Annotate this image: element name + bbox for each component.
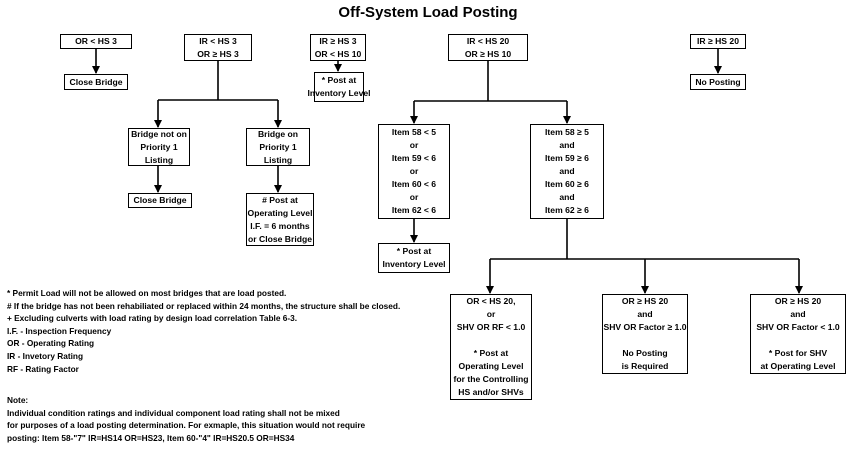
legend-culvert-note: + Excluding culverts with load rating by…: [7, 313, 298, 324]
box-line: and: [559, 192, 575, 202]
box-line: or: [409, 192, 419, 202]
box-line: Item 59 < 6: [391, 153, 437, 163]
box-line: HS and/or SHVs: [458, 387, 524, 397]
box-line: OR ≥ HS 20: [621, 296, 669, 306]
box-line: and: [637, 309, 653, 319]
box-line: OR < HS 20,: [466, 296, 516, 306]
box-line: No Posting: [695, 76, 741, 87]
box-line: Close Bridge: [133, 195, 187, 205]
box-line: SHV OR RF < 1.0: [456, 322, 526, 332]
box-line: Priority 1: [140, 141, 178, 152]
box-line: and: [790, 309, 806, 319]
legend-rf-def: RF - Rating Factor: [7, 363, 79, 374]
box-line: * Post at: [396, 246, 432, 256]
box-line: and: [559, 140, 575, 150]
legend-permit-note: * Permit Load will not be allowed on mos…: [7, 288, 287, 298]
legend-or-def: OR - Operating Rating: [7, 338, 95, 349]
box-or-lt-hs3: OR < HS 3: [60, 34, 132, 49]
box-ir-ge-hs20: IR ≥ HS 20: [690, 34, 746, 49]
box-line: Bridge on: [257, 128, 299, 139]
box-line: Operating Level: [247, 207, 313, 218]
box-line: is Required: [621, 361, 669, 371]
box-line: Listing: [144, 154, 174, 165]
legend-if-def: I.F. - Inspection Frequency: [7, 325, 112, 336]
box-line: * Post at: [473, 348, 509, 358]
box-line: and: [559, 166, 575, 176]
box-line: * Post for SHV: [768, 348, 828, 358]
box-line: at Operating Level: [760, 361, 836, 371]
box-line: Item 58 < 5: [391, 127, 437, 137]
box-line: [797, 334, 799, 347]
box-no-posting-top: No Posting: [690, 74, 746, 90]
box-not-on-priority: Bridge not on Priority 1 Listing: [128, 128, 190, 166]
box-ir-lt-hs3-or-ge-hs3: IR < HS 3 OR ≥ HS 3: [184, 34, 252, 61]
note-line-1: Individual condition ratings and individ…: [7, 407, 340, 418]
box-line: * Post at: [321, 75, 357, 85]
box-line: IR ≥ HS 20: [697, 36, 739, 46]
box-on-priority: Bridge on Priority 1 Listing: [246, 128, 310, 166]
note-line-3: posting: Item 58-"7" IR=HS14 OR=HS23, It…: [7, 432, 295, 443]
box-ir-lt-hs20-or-ge-hs10: IR < HS 20 OR ≥ HS 10: [448, 34, 528, 61]
box-line: for the Controlling: [453, 374, 529, 384]
box-line: or Close Bridge: [248, 233, 312, 244]
box-close-bridge-mid: Close Bridge: [128, 193, 192, 208]
box-line: Operating Level: [458, 361, 524, 371]
box-line: OR < HS 10: [314, 48, 362, 59]
box-post-inventory-mid: * Post at Inventory Level: [378, 243, 450, 273]
diagram-title: Off-System Load Posting: [338, 4, 518, 21]
box-line: [644, 334, 646, 347]
box-line: Priority 1: [259, 141, 297, 152]
legend-notes: * Permit Load will not be allowed on mos…: [7, 287, 400, 375]
note-line-2: for purposes of a load posting determina…: [7, 420, 366, 431]
box-line: [490, 334, 492, 347]
box-line: Item 62 < 6: [391, 205, 437, 215]
box-line: Bridge not on: [131, 128, 187, 139]
box-line: I.F. = 6 months: [250, 220, 310, 231]
box-line: OR ≥ HS 10: [464, 48, 512, 59]
box-line: # Post at: [262, 194, 298, 205]
box-line: Item 60 < 6: [391, 179, 437, 189]
legend-ir-def: IR - Invetory Rating: [7, 350, 84, 361]
box-line: or: [409, 140, 419, 150]
box-line: SHV OR Factor < 1.0: [756, 322, 840, 332]
box-line: Inventory Level: [382, 259, 446, 269]
box-line: Close Bridge: [69, 76, 123, 87]
footnote: Note: Individual condition ratings and i…: [7, 394, 365, 444]
box-line: IR ≥ HS 3: [319, 35, 357, 46]
legend-rehab-note: # If the bridge has not been rehabiliate…: [7, 300, 401, 311]
box-ir-ge-hs3-or-lt-hs10: IR ≥ HS 3 OR < HS 10: [310, 34, 366, 61]
box-line: OR ≥ HS 20: [774, 296, 822, 306]
box-line: Inventory Level: [307, 88, 371, 98]
box-line: or: [409, 166, 419, 176]
box-line: Item 58 ≥ 5: [545, 127, 589, 137]
box-line: SHV OR Factor ≥ 1.0: [603, 322, 687, 332]
box-line: IR < HS 20: [466, 35, 510, 46]
box-line: OR ≥ HS 3: [197, 48, 239, 59]
box-line: IR < HS 3: [199, 35, 237, 46]
note-heading: Note:: [7, 395, 29, 405]
box-post-inventory-top: * Post at Inventory Level: [307, 72, 371, 102]
box-line: Listing: [263, 154, 293, 165]
box-close-bridge-top: Close Bridge: [64, 74, 128, 90]
box-line: Item 59 ≥ 6: [545, 153, 589, 163]
box-line: Item 60 ≥ 6: [545, 179, 589, 189]
box-line: Item 62 ≥ 6: [545, 205, 589, 215]
box-line: OR < HS 3: [75, 36, 117, 46]
box-line: No Posting: [622, 348, 668, 358]
box-line: or: [486, 309, 496, 319]
